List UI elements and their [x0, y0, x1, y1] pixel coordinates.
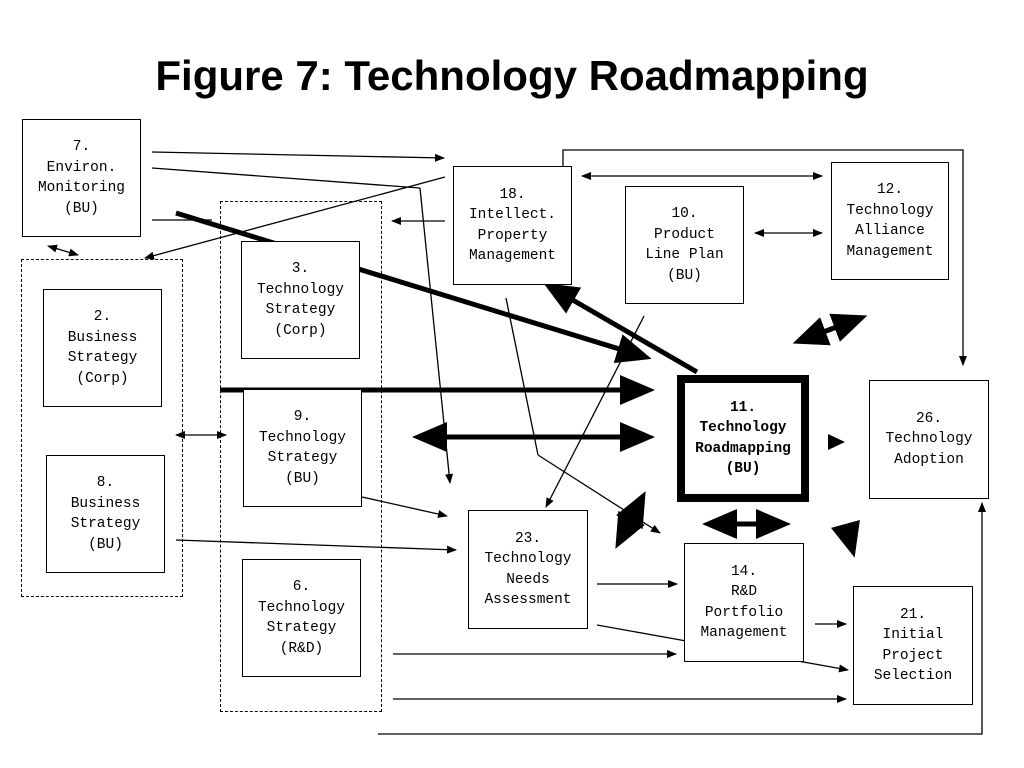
box-label-line: 12. [876, 182, 904, 198]
box-label-line: (BU) [725, 461, 761, 477]
box-label-line: Business [67, 329, 138, 346]
box-label-line: 2. [93, 309, 112, 325]
box-label-line: 14. [730, 563, 758, 580]
arrow-top-to-26 [562, 149, 967, 366]
arrow-7-to-18 [151, 151, 445, 162]
box-label-line: (BU) [88, 536, 123, 553]
arrow-7-2 [47, 244, 79, 257]
box-7-environ-monitoring[interactable]: 7. Environ. Monitoring (BU) [22, 119, 141, 237]
box-label-line: 7. [72, 139, 91, 155]
arrow-10-to-23 [545, 315, 645, 508]
box-label-line: (Corp) [274, 322, 327, 339]
box-label-line: 23. [514, 530, 542, 547]
box-label-line: Environ. [46, 159, 117, 176]
box-label-line: Roadmapping [695, 440, 791, 457]
line-7-to-23 [151, 167, 421, 189]
box-label-line: Monitoring [37, 180, 125, 196]
box-label-line: Initial [882, 627, 944, 643]
box-label-line: R&D [730, 584, 758, 600]
box-label-line: (Corp) [76, 370, 129, 387]
box-label-line: 9. [293, 409, 312, 425]
thick-arrow-11-to-18 [543, 282, 699, 375]
box-label-line: 11. [729, 399, 757, 416]
thick-arrow-11-21 [830, 519, 860, 558]
box-label-line: 6. [292, 579, 311, 595]
box-label-line: Line Plan [645, 247, 724, 263]
thick-arrow-top-to-11 [175, 210, 652, 364]
diagram-title: Figure 7: Technology Roadmapping [155, 52, 869, 99]
box-label-line: 8. [96, 475, 115, 491]
box-label-line: Strategy [266, 620, 337, 636]
arrow-8-to-23 [175, 539, 457, 554]
box-label-line: Technology [699, 420, 787, 436]
box-label-line: Strategy [267, 450, 338, 466]
box-label-line: Management [700, 625, 788, 641]
technology-strategy-group [220, 201, 382, 712]
box-label-line: Selection [873, 668, 953, 684]
box-label-line: Product [654, 226, 715, 243]
box-label-line: Intellect. [468, 207, 556, 223]
box-label-line: (BU) [64, 200, 99, 217]
thick-arrow-11-23 [615, 491, 646, 549]
arrow-9-to-23 [361, 496, 448, 518]
box-label-line: Management [468, 248, 556, 264]
box-label-line: Business [70, 495, 141, 512]
box-label-line: 3. [291, 261, 310, 277]
thick-arrow-11-12 [792, 313, 868, 346]
box-label-line: Management [846, 243, 934, 260]
box-label-line: 21. [899, 606, 927, 623]
box-label-line: (BU) [285, 470, 320, 487]
arrow-bottom-to-26 [378, 502, 986, 735]
box-label-line: Technology [256, 281, 344, 298]
box-label-line: 10. [671, 206, 698, 222]
box-label-line: Strategy [70, 516, 141, 532]
box-label-line: Strategy [67, 350, 138, 366]
box-label-line: 18. [499, 186, 526, 203]
box-label-line: Adoption [894, 451, 964, 468]
box-label-line: (R&D) [279, 640, 324, 657]
box-label-line: Portfolio [704, 604, 784, 621]
arrowhead-11-to-26 [828, 434, 845, 450]
box-label-line: Technology [484, 551, 572, 567]
arrow-18-to-2 [144, 176, 446, 260]
box-label-line: Alliance [855, 223, 925, 239]
box-label-line: Property [477, 227, 548, 244]
box-label-line: Technology [258, 429, 346, 446]
box-label-line: 26. [915, 410, 943, 427]
box-label-line: Strategy [265, 302, 336, 318]
box-label-line: Technology [885, 431, 973, 448]
box-label-line: Technology [257, 599, 345, 616]
box-label-line: Assessment [484, 592, 572, 608]
box-label-line: Technology [846, 202, 934, 219]
box-label-line: Project [882, 647, 944, 664]
business-strategy-group [21, 259, 183, 597]
box-label-line: Needs [506, 571, 550, 588]
box-label-line: (BU) [667, 267, 702, 284]
